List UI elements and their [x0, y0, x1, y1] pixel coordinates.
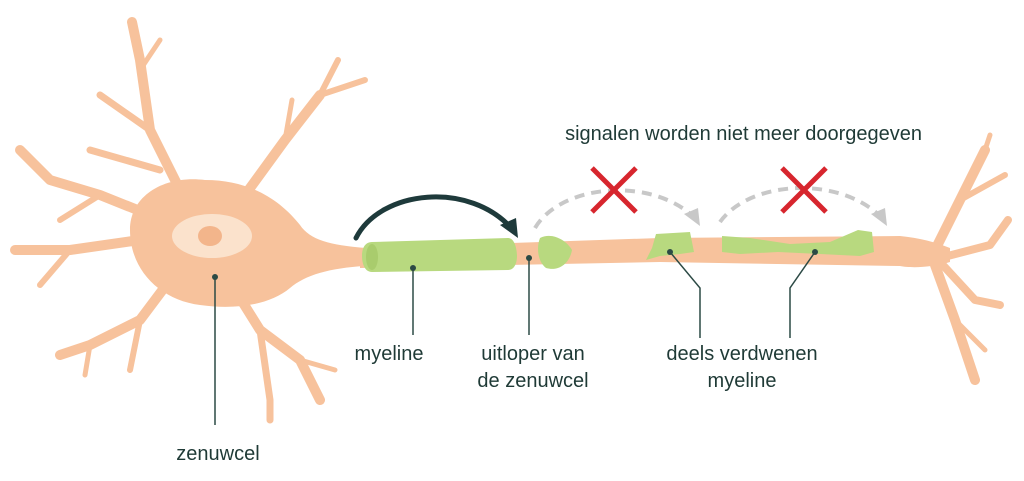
- leader-lines: [212, 249, 818, 425]
- myelin: [362, 230, 874, 272]
- cross-icon: [780, 166, 828, 214]
- myelin-damaged-patch: [722, 230, 874, 256]
- myelin-edge: [366, 244, 378, 270]
- axon-label-line2: de zenuwcel: [477, 370, 588, 392]
- dendrites: [10, 17, 368, 424]
- signal-arrows: [353, 166, 887, 241]
- axon-label-line1: uitloper van: [481, 343, 584, 365]
- damaged-myelin-label-line2: myeline: [708, 370, 777, 392]
- signal-arrow-dashed: [533, 188, 697, 230]
- cross-icon: [590, 166, 638, 214]
- arrowhead: [684, 208, 700, 226]
- arrowhead: [871, 208, 887, 226]
- nucleolus: [198, 226, 222, 246]
- signal-arrow-solid: [353, 194, 516, 241]
- signal-arrow-dashed: [718, 186, 884, 224]
- cell-label: zenuwcel: [176, 443, 259, 465]
- arrowhead: [500, 218, 518, 238]
- myelin-damaged-patch: [646, 232, 694, 260]
- damaged-myelin-label-line1: deels verdwenen: [666, 343, 817, 365]
- myelin-sheath: [362, 238, 517, 272]
- axon-terminals: [930, 132, 1012, 385]
- signal-label: signalen worden niet meer doorgegeven: [565, 123, 922, 145]
- myelin-node: [538, 235, 572, 269]
- myelin-label: myeline: [355, 343, 424, 365]
